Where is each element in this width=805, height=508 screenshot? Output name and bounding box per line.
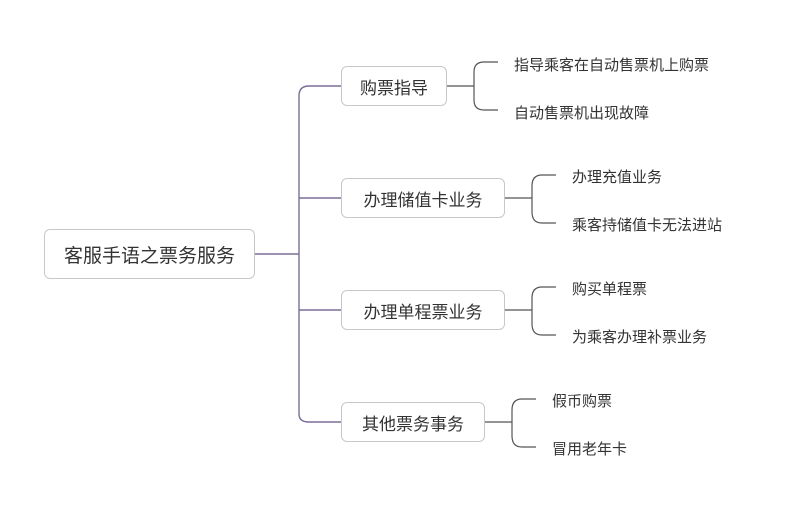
branch-node-stored-value-card[interactable]: 办理储值卡业务 (341, 178, 505, 218)
root-node[interactable]: 客服手语之票务服务 (44, 229, 255, 279)
root-connector-branch-0 (298, 85, 341, 97)
leaf-connector-3 (485, 398, 536, 448)
branch-node-label: 其他票务事务 (362, 414, 464, 435)
root-node-label: 客服手语之票务服务 (63, 244, 235, 267)
leaf-node[interactable]: 自动售票机出现故障 (514, 104, 650, 122)
branch-node-single-ticket[interactable]: 办理单程票业务 (341, 290, 505, 330)
leaf-connector-1 (505, 174, 556, 224)
leaf-node[interactable]: 购买单程票 (572, 280, 648, 298)
branch-node-other-ticket-affairs[interactable]: 其他票务事务 (341, 402, 485, 442)
branch-node-label: 办理储值卡业务 (363, 190, 483, 211)
leaf-node[interactable]: 办理充值业务 (572, 168, 663, 186)
leaf-connector-0 (447, 61, 498, 111)
leaf-node[interactable]: 假币购票 (552, 392, 613, 410)
leaf-node[interactable]: 为乘客办理补票业务 (572, 328, 708, 346)
leaf-node[interactable]: 指导乘客在自动售票机上购票 (514, 56, 710, 74)
branch-node-label: 购票指导 (360, 78, 428, 99)
leaf-node[interactable]: 乘客持储值卡无法进站 (572, 216, 723, 234)
leaf-node[interactable]: 冒用老年卡 (552, 440, 628, 458)
branch-node-label: 办理单程票业务 (363, 302, 483, 323)
root-connector (255, 96, 300, 414)
branch-node-ticket-guidance[interactable]: 购票指导 (341, 66, 447, 106)
root-connector-branch-3 (298, 413, 341, 423)
leaf-connector-2 (505, 286, 556, 336)
